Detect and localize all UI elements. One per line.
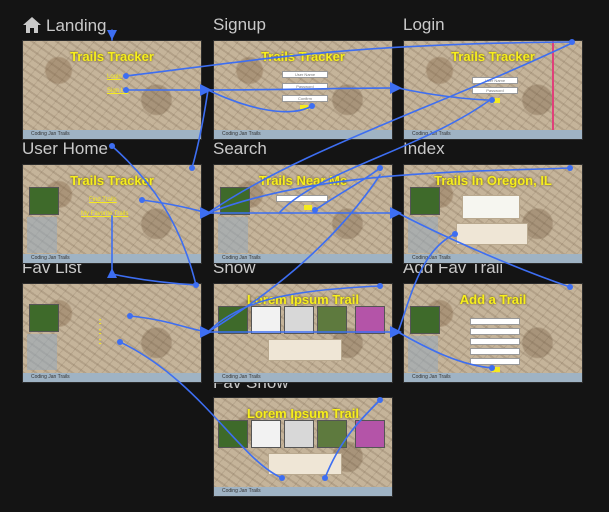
frame-login[interactable]: Trails Tracker User Name Password Coding… (403, 40, 583, 140)
sidebar (218, 217, 248, 253)
frame-title: Lorem Ipsum Trail (247, 406, 359, 421)
frame-title: Trails Tracker (261, 49, 345, 64)
avatar (29, 304, 59, 332)
frame-title: Trails Tracker (70, 49, 154, 64)
password-field[interactable]: Password (282, 83, 328, 90)
username-field[interactable]: User Name (282, 71, 328, 78)
frame-footer: Coding Jan Trails (214, 487, 392, 496)
add-trail-button[interactable] (492, 367, 500, 372)
favorite-trails-link[interactable]: My Favorite Trails (81, 211, 129, 217)
photo-thumb (218, 420, 248, 448)
frame-label-signup: Signup (213, 15, 266, 34)
frame-label-index: Index (403, 139, 445, 158)
fav-trail-link-2[interactable]: • (99, 328, 102, 334)
photo-thumb (317, 306, 347, 334)
frame-label-search: Search (213, 139, 267, 158)
description-panel (268, 453, 342, 475)
photo-thumb (317, 420, 347, 448)
frame-search[interactable]: Trails Near Me Coding Jan Trails (213, 164, 393, 264)
frame-footer: Coding Jan Trails (23, 130, 201, 139)
frame-footer: Coding Jan Trails (214, 373, 392, 382)
login-link[interactable]: Login (107, 74, 122, 80)
frame-signup[interactable]: Trails Tracker User Name Password Confir… (213, 40, 393, 140)
login-button[interactable] (492, 98, 500, 103)
trail-field[interactable] (470, 328, 520, 335)
confirm-field[interactable]: Confirm (282, 95, 328, 102)
frame-footer: Coding Jan Trails (214, 130, 392, 139)
fav-trail-link-3[interactable]: • (99, 338, 102, 344)
frame-title: Lorem Ipsum Trail (247, 292, 359, 307)
photo-thumb (355, 306, 385, 334)
sidebar (27, 217, 57, 253)
photo-thumb (284, 420, 314, 448)
frame-landing[interactable]: Trails Tracker Login Sign Up Coding Jan … (22, 40, 202, 140)
frame-show[interactable]: Lorem Ipsum Trail Coding Jan Trails (213, 283, 393, 383)
frame-title: Trails Near Me (258, 173, 348, 188)
frame-add-fav[interactable]: Add a Trail Coding Jan Trails (403, 283, 583, 383)
trail-list-panel[interactable] (456, 223, 528, 245)
frame-label-landing: Landing (22, 16, 107, 35)
search-button[interactable] (304, 205, 312, 210)
signup-link[interactable]: Sign Up (107, 88, 129, 94)
link-dot-icon (109, 143, 115, 149)
frame-fav-list[interactable]: • • • Coding Jan Trails (22, 283, 202, 383)
photo-thumb (284, 306, 314, 334)
avatar (29, 187, 59, 215)
trail-field[interactable] (470, 348, 520, 355)
frame-title: Add a Trail (459, 292, 527, 307)
frame-label-login: Login (403, 15, 445, 34)
frame-user-home[interactable]: Trails Tracker Find Trails My Favorite T… (22, 164, 202, 264)
frame-footer: Coding Jan Trails (214, 254, 392, 263)
description-panel (268, 339, 342, 361)
trail-name-field[interactable] (470, 318, 520, 325)
map-panel[interactable] (462, 195, 520, 219)
username-field[interactable]: User Name (472, 77, 518, 84)
arrowhead-down-icon (107, 30, 117, 40)
submit-button[interactable] (300, 105, 308, 110)
map-thumb (251, 306, 281, 334)
fav-trail-link-1[interactable]: • (99, 318, 102, 324)
photo-thumb (355, 420, 385, 448)
trail-field[interactable] (470, 358, 520, 365)
frame-label-user-home: User Home (22, 139, 108, 158)
frame-footer: Coding Jan Trails (404, 130, 582, 139)
photo-thumb (218, 306, 248, 334)
frame-title: Trails Tracker (451, 49, 535, 64)
find-trails-link[interactable]: Find Trails (89, 197, 117, 203)
password-field[interactable]: Password (472, 87, 518, 94)
arrowhead-up-icon (107, 268, 117, 278)
frame-fav-show[interactable]: Lorem Ipsum Trail Coding Jan Trails (213, 397, 393, 497)
home-icon (23, 17, 41, 33)
frame-footer: Coding Jan Trails (404, 373, 582, 382)
frame-footer: Coding Jan Trails (23, 373, 201, 382)
sidebar (408, 217, 438, 253)
sidebar (27, 334, 57, 370)
frame-index[interactable]: Trails In Oregon, IL Coding Jan Trails (403, 164, 583, 264)
frame-footer: Coding Jan Trails (23, 254, 201, 263)
avatar (410, 187, 440, 215)
map-thumb (251, 420, 281, 448)
frame-footer: Coding Jan Trails (404, 254, 582, 263)
accent-divider (552, 41, 554, 139)
avatar (410, 306, 440, 334)
sidebar (408, 336, 438, 372)
avatar (220, 187, 250, 215)
frame-title: Trails In Oregon, IL (434, 173, 552, 188)
frame-label-text: Landing (46, 16, 107, 35)
search-input[interactable] (276, 195, 328, 202)
trail-field[interactable] (470, 338, 520, 345)
frame-title: Trails Tracker (70, 173, 154, 188)
